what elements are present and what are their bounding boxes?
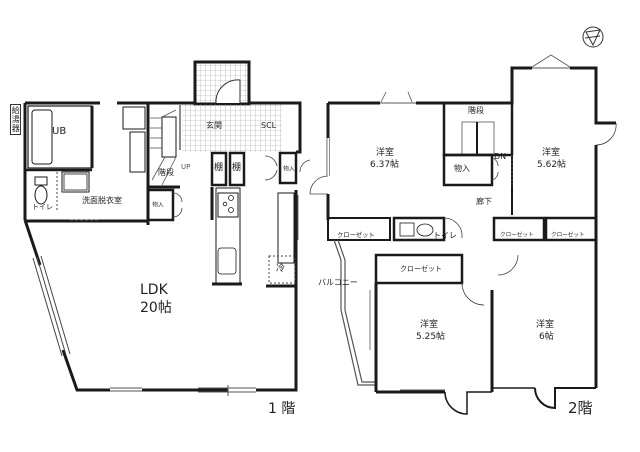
closet-label-3: クローゼット <box>551 231 585 239</box>
closet-label-2: クローゼット <box>500 231 534 239</box>
room-d-size: 6帖 <box>539 332 554 342</box>
ldk-label: LDK <box>140 282 168 298</box>
storage-label-under-stairs: 物入 <box>152 201 164 209</box>
storage-label-f2: 物入 <box>454 164 470 173</box>
room-b-size: 5.62帖 <box>537 160 567 170</box>
floor2-label: 2階 <box>568 399 593 417</box>
room-a-size: 6.37帖 <box>370 160 400 170</box>
room-c-size: 5.25帖 <box>416 332 446 342</box>
floor2-plan <box>309 54 617 415</box>
entrance-label: 玄関 <box>206 121 222 130</box>
stairs-down-label: DN <box>494 152 507 161</box>
floor1-label: 1 階 <box>268 401 296 417</box>
closet-label-4: クローゼット <box>400 265 442 273</box>
closet-label-1: クローゼット <box>337 231 375 239</box>
room-b-name: 洋室 <box>542 148 561 158</box>
room-a-name: 洋室 <box>376 148 395 158</box>
stairs-label-f1: 階段 <box>158 168 174 177</box>
ldk-size-label: 20帖 <box>140 300 172 316</box>
balcony-label: バルコニー <box>318 278 358 287</box>
unit-bath-label: UB <box>52 126 67 137</box>
shelf-label-2: 棚 <box>232 163 242 173</box>
water-heater-label: 給湯器 <box>10 104 22 135</box>
storage-label-right: 物入 <box>283 165 295 173</box>
room-c-name: 洋室 <box>420 320 439 330</box>
washroom-label: 洗面脱衣室 <box>82 196 122 205</box>
room-d-name: 洋室 <box>536 320 555 330</box>
toilet-label-f2: トイレ <box>433 231 457 240</box>
shelf-label-1: 棚 <box>214 163 224 173</box>
shoe-closet-label: SCL <box>261 121 277 130</box>
north-compass-icon <box>582 26 604 48</box>
stairs-label-f2: 階段 <box>468 106 484 115</box>
fridge-label: 冷 <box>276 264 286 274</box>
floor1-plan <box>23 60 311 396</box>
toilet-label-f1: トイレ <box>32 203 53 211</box>
hallway-label: 廊下 <box>476 197 492 206</box>
stairs-up-label: UP <box>181 163 191 171</box>
